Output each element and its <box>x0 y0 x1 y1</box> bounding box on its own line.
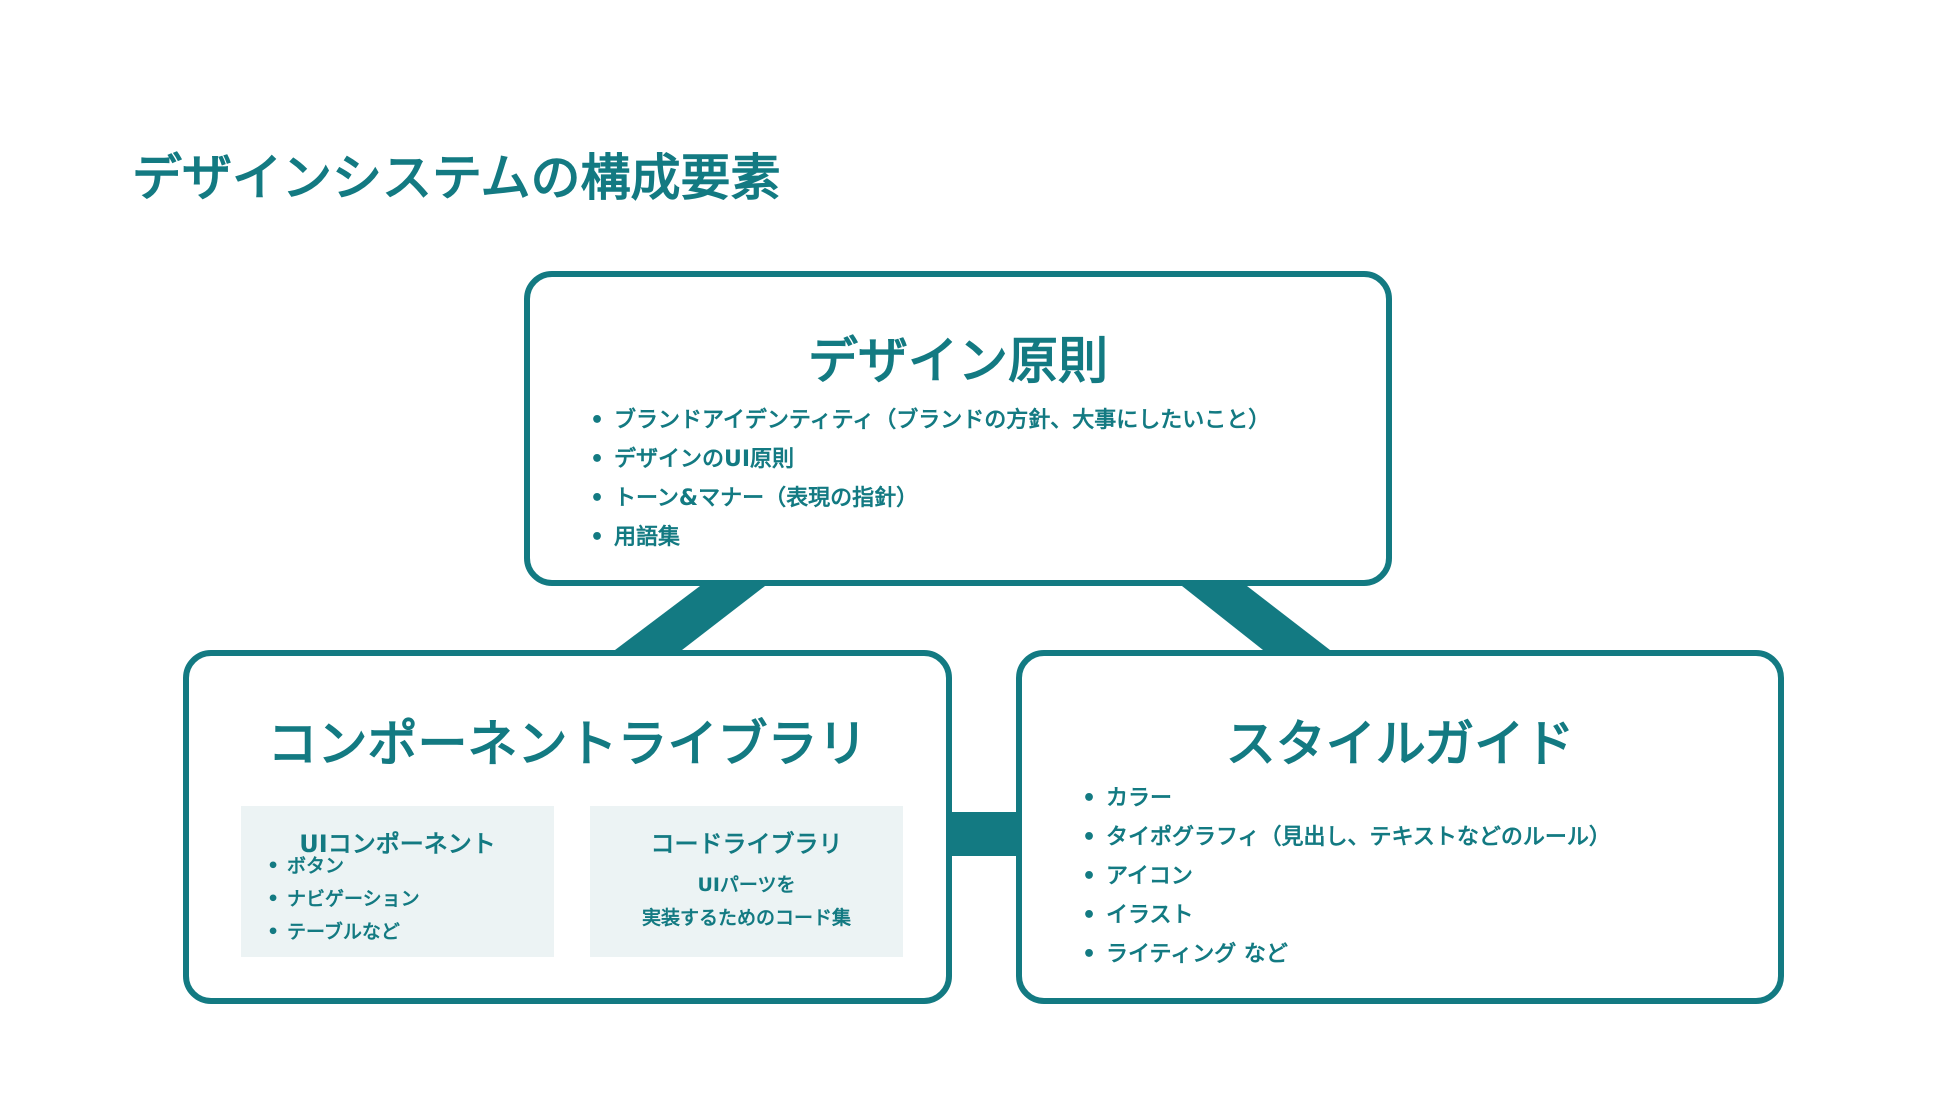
list-item: • カラー <box>1082 779 1611 818</box>
connector-principles-to-style <box>1182 586 1330 650</box>
style-guide-list: • カラー • タイポグラフィ（見出し、テキストなどのルール） • アイコン • イラス… <box>1082 779 1611 974</box>
list-item: • デザインのUI原則 <box>590 440 1270 479</box>
connector-principles-to-components <box>615 586 765 650</box>
ui-components-title: UIコンポーネント <box>299 830 496 858</box>
component-library-title: コンポーネントライブラリ <box>267 715 868 773</box>
list-item: • ライティング など <box>1082 935 1611 974</box>
list-item: • テーブルなど <box>267 916 420 949</box>
bullet-icon: • <box>590 486 605 511</box>
list-item: • ボタン <box>267 850 420 883</box>
list-item-label: 用語集 <box>614 525 681 550</box>
list-item: • トーン&マナー（表現の指針） <box>590 479 1270 518</box>
list-item-label: カラー <box>1106 786 1173 811</box>
bullet-icon: • <box>1082 864 1097 889</box>
list-item: • ナビゲーション <box>267 883 420 916</box>
connector-components-to-style <box>950 812 1018 856</box>
list-item-label: ボタン <box>287 855 345 877</box>
list-item-label: タイポグラフィ（見出し、テキストなどのルール） <box>1106 825 1611 850</box>
bullet-icon: • <box>590 447 605 472</box>
bullet-icon: • <box>267 888 280 910</box>
code-library-title: コードライブラリ <box>650 830 843 858</box>
list-item-label: ライティング など <box>1106 942 1288 967</box>
bullet-icon: • <box>590 408 605 433</box>
list-item-label: イラスト <box>1106 903 1194 928</box>
ui-components-list: • ボタン • ナビゲーション • テーブルなど <box>267 850 420 949</box>
bullet-icon: • <box>267 855 280 877</box>
list-item: • 用語集 <box>590 518 1270 557</box>
bullet-icon: • <box>1082 825 1097 850</box>
code-library-description-line: UIパーツを <box>697 874 796 896</box>
bullet-icon: • <box>1082 942 1097 967</box>
list-item: • イラスト <box>1082 896 1611 935</box>
list-item: • アイコン <box>1082 857 1611 896</box>
list-item: • タイポグラフィ（見出し、テキストなどのルール） <box>1082 818 1611 857</box>
list-item-label: トーン&マナー（表現の指針） <box>614 486 919 511</box>
list-item-label: デザインのUI原則 <box>614 447 795 472</box>
bullet-icon: • <box>267 921 280 943</box>
design-principles-list: • ブランドアイデンティティ（ブランドの方針、大事にしたいこと） • デザインのUI… <box>590 401 1270 557</box>
code-library-description-line: 実装するためのコード集 <box>641 907 851 929</box>
list-item-label: テーブルなど <box>287 921 400 943</box>
ui-components-panel: UIコンポーネント • ボタン • ナビゲーション • テーブルなど <box>241 806 554 957</box>
list-item-label: アイコン <box>1106 864 1193 889</box>
list-item-label: ナビゲーション <box>287 888 420 910</box>
bullet-icon: • <box>590 525 605 550</box>
code-library-panel: コードライブラリ UIパーツを 実装するためのコード集 <box>590 806 903 957</box>
bullet-icon: • <box>1082 903 1097 928</box>
design-principles-box: デザイン原則 • ブランドアイデンティティ（ブランドの方針、大事にしたいこと） •… <box>524 271 1392 586</box>
list-item-label: ブランドアイデンティティ（ブランドの方針、大事にしたいこと） <box>614 408 1271 433</box>
page-title: デザインシステムの構成要素 <box>132 149 781 207</box>
bullet-icon: • <box>1082 786 1097 811</box>
component-library-box: コンポーネントライブラリ UIコンポーネント • ボタン • ナビゲーション • テー… <box>183 650 952 1004</box>
design-principles-title: デザイン原則 <box>808 332 1108 390</box>
style-guide-title: スタイルガイド <box>1225 715 1575 773</box>
list-item: • ブランドアイデンティティ（ブランドの方針、大事にしたいこと） <box>590 401 1270 440</box>
style-guide-box: スタイルガイド • カラー • タイポグラフィ（見出し、テキストなどのルール） • ア… <box>1016 650 1784 1004</box>
